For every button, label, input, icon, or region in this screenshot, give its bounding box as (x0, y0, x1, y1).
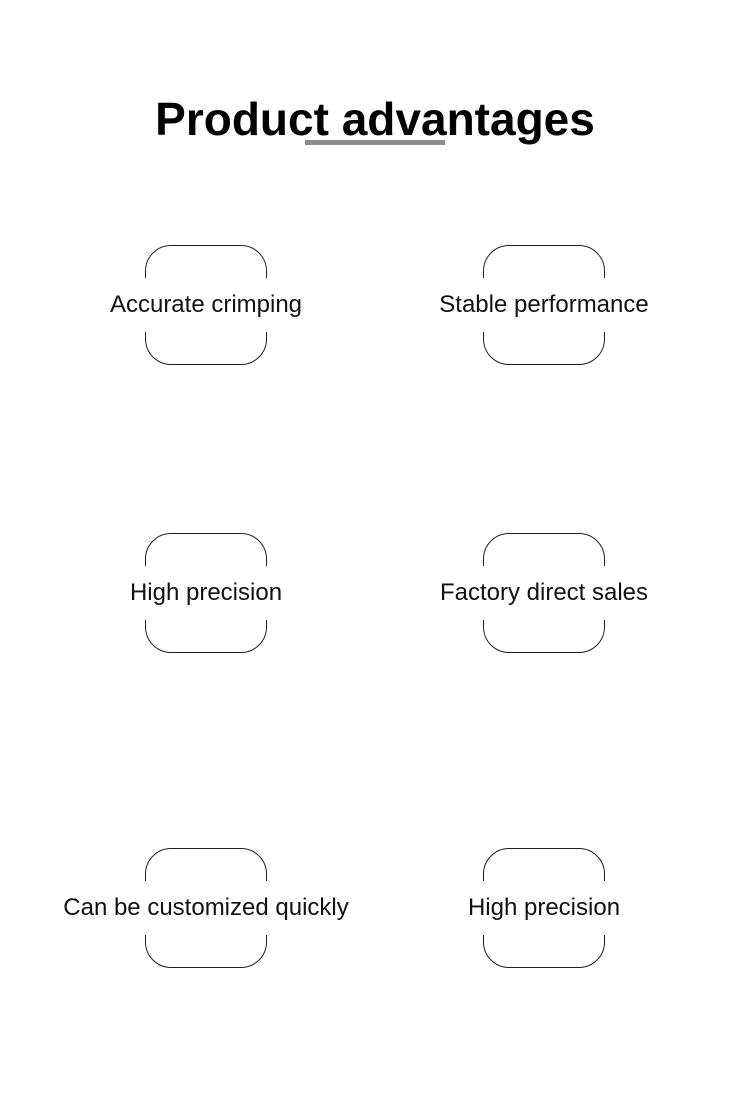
advantage-card: High precision (121, 533, 291, 653)
advantage-card: Can be customized quickly (55, 848, 357, 968)
page-title: Product advantages (155, 92, 595, 145)
advantage-card: Stable performance (431, 245, 657, 365)
advantage-card: High precision (459, 848, 629, 968)
advantage-card: Accurate crimping (101, 245, 311, 365)
advantage-label: Factory direct sales (431, 566, 657, 620)
advantage-label: Can be customized quickly (55, 881, 357, 935)
advantage-label: Stable performance (431, 278, 657, 332)
title-underline (305, 140, 445, 145)
advantage-label: High precision (459, 881, 629, 935)
advantage-label: High precision (121, 566, 291, 620)
advantage-label: Accurate crimping (101, 278, 311, 332)
advantage-card: Factory direct sales (431, 533, 657, 653)
